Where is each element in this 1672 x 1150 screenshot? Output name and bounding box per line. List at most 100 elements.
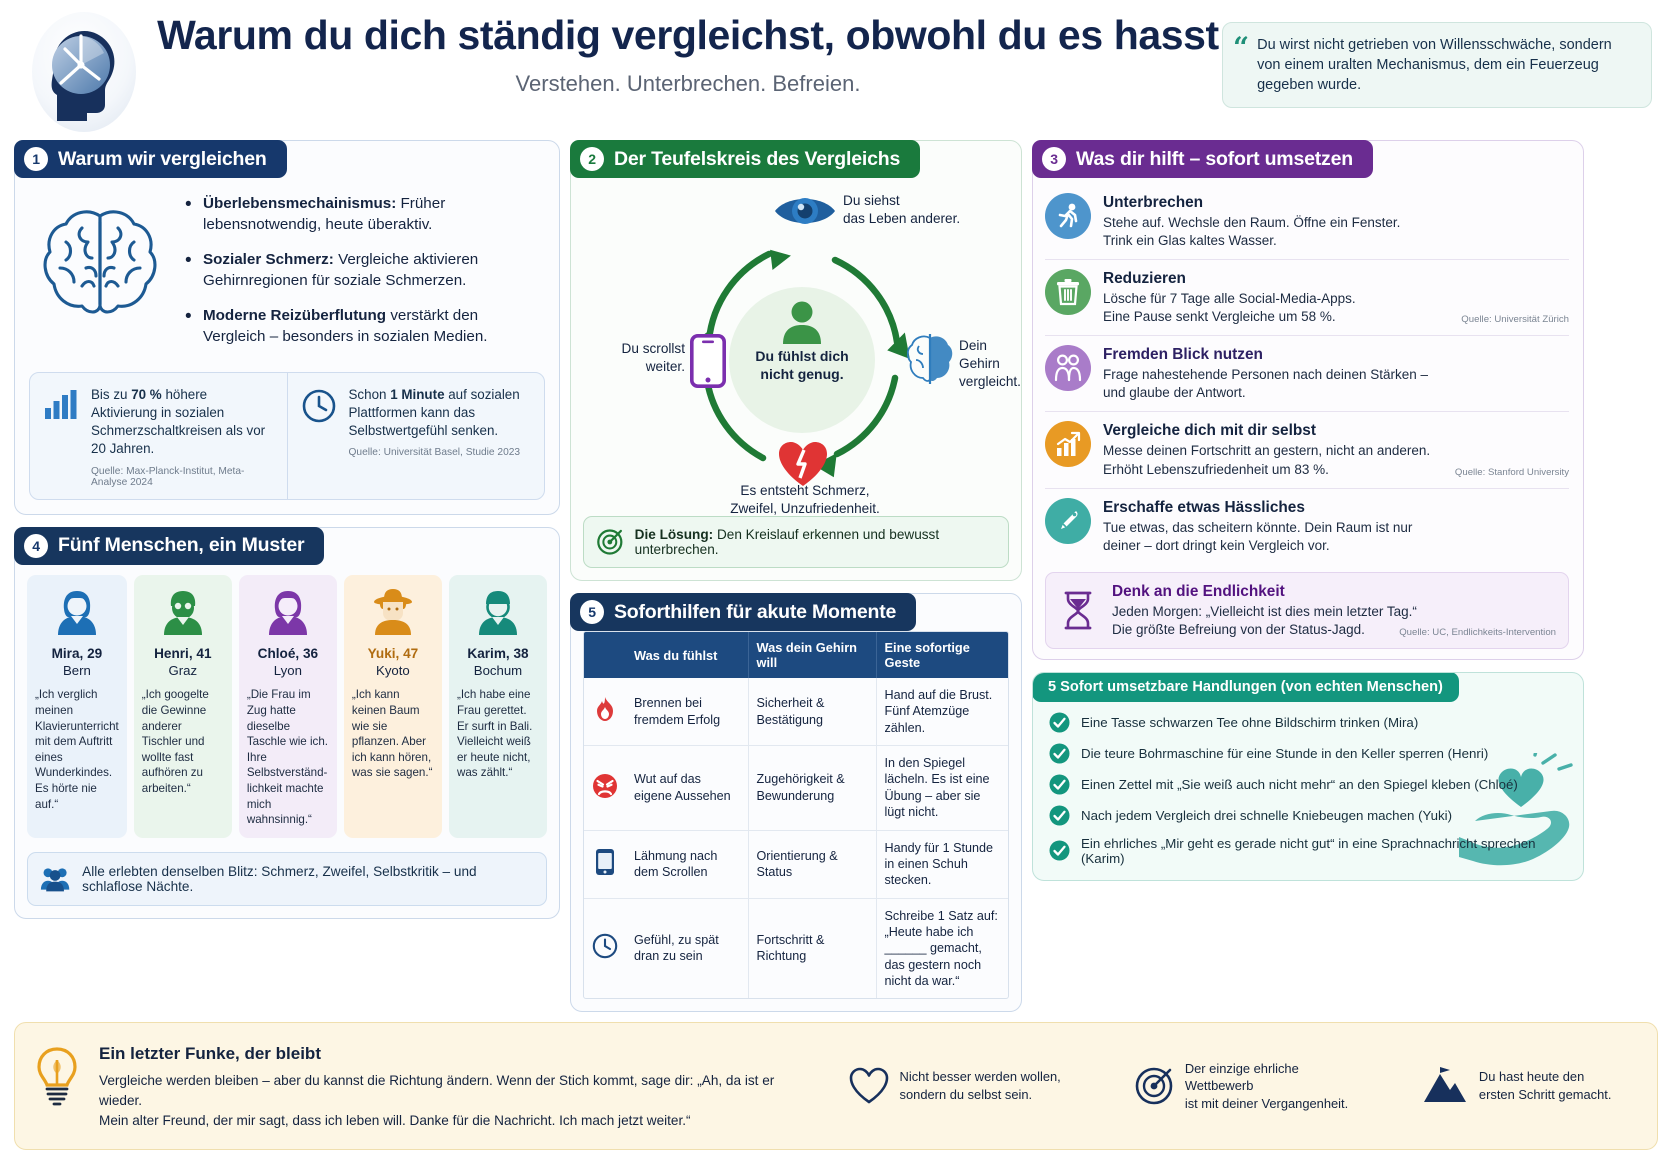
- target-icon: [1135, 1067, 1173, 1105]
- brain-icon: [43, 210, 157, 314]
- panel-vicious-cycle: 2 Der Teufelskreis des Vergleichs: [570, 140, 1022, 581]
- tip-line2: und glaube der Antwort.: [1103, 385, 1246, 401]
- cell-feel: Wut auf das eigene Aussehen: [626, 745, 749, 831]
- stat-card: Schon 1 Minute auf sozialen Plattformen …: [286, 372, 545, 499]
- person-icon: [783, 301, 821, 344]
- tip-erschaffe: Erschaffe etwas Hässliches Tue etwas, da…: [1045, 487, 1569, 564]
- stat-text-post: höhere Aktivierung in sozialen Schmerzsc…: [91, 386, 266, 457]
- smartphone-icon: [596, 848, 614, 875]
- footer-item: Der einzige ehrliche Wettbewerb ist mit …: [1134, 1060, 1349, 1112]
- panel1-stats: Bis zu 70 % höhere Aktivierung in sozial…: [29, 371, 545, 500]
- check-circle-icon: [1049, 712, 1070, 733]
- panel1-bullet-list: Überlebensmechainismus: Früher lebensnot…: [183, 192, 543, 362]
- cycle-eye-line2: das Leben anderer.: [843, 210, 961, 226]
- tip-body: Denk an die Endlichkeit Jeden Morgen: „V…: [1112, 582, 1556, 639]
- panel4-number: 4: [24, 533, 48, 558]
- brain-split-icon: [906, 334, 953, 384]
- tip-line2: deiner – dort dringt kein Vergleich vor.: [1103, 537, 1330, 553]
- panel3-header: 3 Was dir hilft – sofort umsetzen: [1032, 140, 1373, 178]
- tips-list: Unterbrechen Stehe auf. Wechsle den Raum…: [1033, 178, 1583, 659]
- persona-quote: „Ich googelte die Gewinne anderer Tischl…: [141, 688, 209, 796]
- table-row: Brennen bei fremdem Erfolg Sicherheit & …: [584, 678, 1008, 747]
- row-icon-cell: [584, 898, 626, 998]
- bullet-text: verstärkt den Vergleich – besonders in s…: [203, 306, 488, 345]
- running-person-icon: [1045, 193, 1091, 239]
- footer-item-line1: Der einzige ehrliche Wettbewerb: [1184, 1060, 1299, 1094]
- tip-line2: Trink ein Glas kaltes Wasser.: [1103, 233, 1277, 249]
- cycle-phone-line1: Du scrollst: [621, 341, 685, 356]
- woman-hat-avatar-icon: [373, 588, 412, 635]
- stat-value: 70 %: [131, 386, 162, 402]
- table-row: Wut auf das eigene Aussehen Zugehörigkei…: [584, 745, 1008, 831]
- persona-quote: „Die Frau im Zug hatte dieselbe Taschle …: [246, 688, 329, 827]
- cycle-node-brain: [906, 332, 953, 391]
- action-text: Nach jedem Vergleich drei schnelle Knieb…: [1081, 807, 1453, 823]
- panel1-header: 1 Warum wir vergleichen: [14, 140, 287, 178]
- cell-feel: Brennen bei fremdem Erfolg: [626, 678, 749, 747]
- bullet-text: Früher lebensnotwendig, heute überaktiv.: [203, 195, 446, 233]
- panel-actions: 5 Sofort umsetzbare Handlungen (von echt…: [1032, 671, 1584, 881]
- tip-title: Reduzieren: [1103, 270, 1186, 288]
- tip-line1: Messe deinen Fortschritt an gestern, nic…: [1103, 443, 1431, 459]
- tip-source: Quelle: Universität Zürich: [1461, 314, 1569, 326]
- list-item: Nach jedem Vergleich drei schnelle Knieb…: [1049, 805, 1569, 826]
- header-quote-box: “ Du wirst nicht getrieben von Willenssc…: [1222, 22, 1652, 108]
- soforthilfen-table: Was du fühlst Was dein Gehirn will Eine …: [584, 632, 1008, 999]
- tip-body: Unterbrechen Stehe auf. Wechsle den Raum…: [1103, 193, 1569, 250]
- column-left: 1 Warum wir vergleichen: [14, 140, 560, 919]
- avatar: [352, 585, 434, 639]
- footer-item-line1: Nicht besser werden wollen,: [899, 1069, 1061, 1085]
- people-group-icon: [40, 868, 70, 892]
- table-col-gesture: Eine sofortige Geste: [876, 632, 1008, 678]
- tip-body: Reduzieren Lösche für 7 Tage alle Social…: [1103, 269, 1569, 326]
- footer-title: Ein letzter Funke, der bleibt: [99, 1044, 321, 1064]
- tip-endlichkeit: Denk an die Endlichkeit Jeden Morgen: „V…: [1045, 571, 1569, 649]
- lightbulb-icon: [29, 1044, 85, 1108]
- stat-text-pre: Bis zu: [91, 386, 132, 402]
- avatar: [457, 585, 539, 639]
- persona-list: Mira, 29 Bern „Ich verglich meinen Klavi…: [15, 565, 559, 850]
- cycle-center-line1: Du fühlst dich: [755, 348, 849, 364]
- cell-want: Zugehörigkeit & Bewunderung: [748, 745, 877, 831]
- bullet-lead: Überlebensmechainismus:: [203, 195, 397, 212]
- cell-want: Fortschritt & Richtung: [748, 898, 877, 999]
- woman-avatar-icon: [57, 590, 96, 635]
- woman-avatar-icon: [268, 590, 307, 635]
- row-icon-cell: [584, 830, 626, 899]
- footer-banner: Ein letzter Funke, der bleibt Vergleiche…: [14, 1022, 1658, 1150]
- cell-gesture: Handy für 1 Stunde in einen Schuh stecke…: [876, 830, 1008, 899]
- action-text: Eine Tasse schwarzen Tee ohne Bildschirm…: [1081, 714, 1419, 730]
- panel1-number: 1: [24, 147, 48, 171]
- bullet-text: Vergleiche aktivieren Gehirnregionen für…: [203, 250, 479, 289]
- panel4-note-text: Alle erlebten denselben Blitz: Schmerz, …: [82, 864, 477, 894]
- tip-vergleiche-dich: Vergleiche dich mit dir selbst Messe dei…: [1045, 411, 1569, 487]
- footer-item-line2: ersten Schritt gemacht.: [1478, 1086, 1612, 1102]
- footer-item-line2: sondern du selbst sein.: [899, 1086, 1033, 1102]
- header: Warum du dich ständig vergleichst, obwoh…: [0, 0, 1672, 140]
- actions-title: 5 Sofort umsetzbare Handlungen (von echt…: [1033, 672, 1459, 702]
- row-icon-cell: [584, 678, 626, 747]
- panel2-solution: Die Lösung: Den Kreislauf erkennen und b…: [583, 516, 1009, 568]
- tip-line1: Tue etwas, das scheitern könnte. Dein Ra…: [1103, 519, 1413, 535]
- persona-name: Yuki, 47: [367, 645, 419, 661]
- brain-illustration: [25, 192, 175, 362]
- page-subtitle: Verstehen. Unterbrechen. Befreien.: [515, 71, 861, 97]
- hourglass-icon: [1056, 582, 1100, 639]
- list-item: Die teure Bohrmaschine für eine Stunde i…: [1049, 743, 1569, 764]
- panel3-title: Was dir hilft – sofort umsetzen: [1076, 147, 1353, 170]
- cell-want: Sicherheit & Bestätigung: [748, 678, 877, 747]
- panel3-number: 3: [1042, 147, 1066, 171]
- persona-card: Yuki, 47 Kyoto „Ich kann keinen Baum wie…: [343, 574, 442, 838]
- cycle-diagram: Du fühlst dich nicht genug.: [577, 182, 1021, 516]
- table-col-feel: Was du fühlst: [626, 632, 749, 678]
- cycle-label-brain: Dein Gehirn vergleicht.: [959, 337, 1021, 391]
- persona-name: Mira, 29: [51, 645, 103, 661]
- check-circle-icon: [1049, 840, 1070, 861]
- table-col-want: Was dein Gehirn will: [748, 632, 877, 678]
- panel2-number: 2: [580, 147, 604, 171]
- tip-line2: Die größte Befreiung von der Status-Jagd…: [1112, 621, 1365, 637]
- man-avatar-icon: [478, 590, 517, 635]
- cycle-label-eye: Du siehst das Leben anderer.: [843, 192, 960, 228]
- cycle-eye-line1: Du siehst: [843, 193, 900, 208]
- cell-want: Orientierung & Status: [748, 830, 877, 899]
